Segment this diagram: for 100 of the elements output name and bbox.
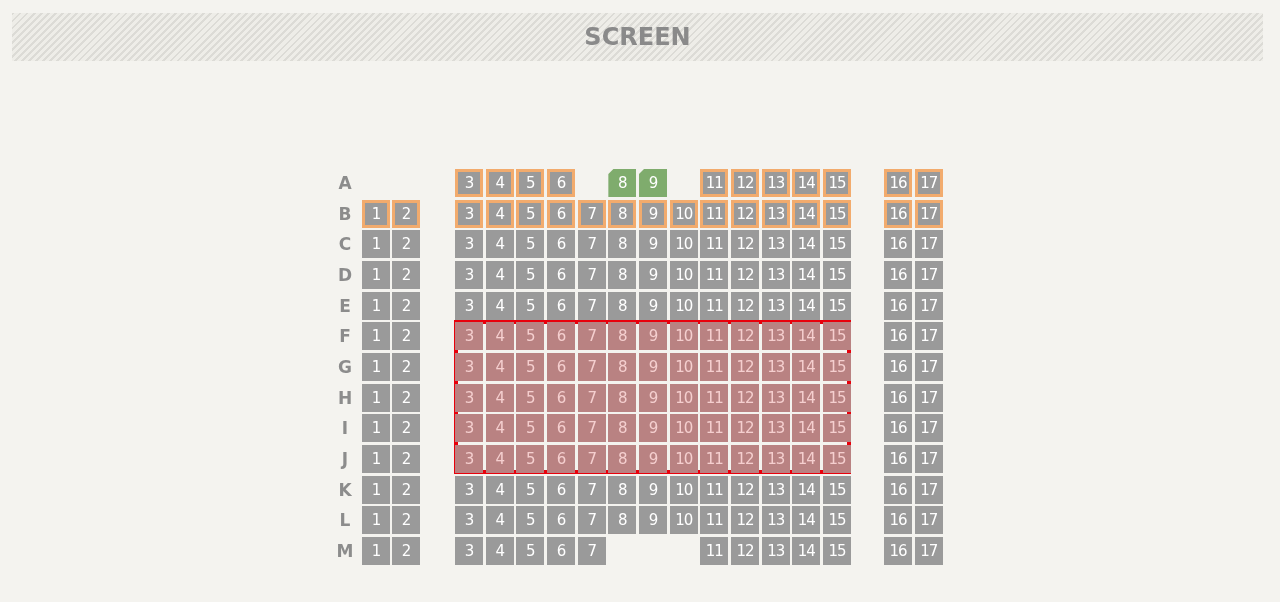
seat: 16 [884, 322, 912, 351]
seat: 4 [485, 414, 514, 443]
seat: 13 [761, 169, 790, 197]
seat: 6 [547, 353, 575, 381]
row-label: D [336, 264, 354, 287]
seat: 12 [731, 506, 759, 535]
seat: 13 [761, 475, 790, 504]
seat: 10 [669, 322, 698, 351]
seat: 12 [731, 537, 759, 566]
seat: 7 [577, 230, 606, 259]
seat: 13 [761, 537, 790, 566]
seat: 7 [577, 199, 606, 228]
seat: 3 [455, 230, 483, 259]
seat: 6 [547, 537, 575, 566]
seat: 5 [516, 414, 545, 443]
seat: 1 [362, 322, 390, 351]
seat: 13 [761, 199, 790, 228]
seat: 7 [577, 261, 606, 289]
seat: 14 [792, 383, 821, 412]
seat: 16 [884, 537, 912, 566]
seat: 5 [516, 537, 545, 566]
seat: 9 [639, 353, 667, 381]
seat: 1 [362, 383, 390, 412]
seat: 6 [547, 383, 575, 412]
seat: 3 [455, 475, 483, 504]
seat: 3 [455, 414, 483, 443]
seat: 2 [392, 291, 420, 320]
seat: 9 [639, 414, 667, 443]
seat: 2 [392, 475, 420, 504]
seat: 6 [547, 475, 575, 504]
seat: 3 [455, 169, 483, 197]
seat: 17 [914, 414, 943, 443]
seat: 10 [669, 261, 698, 289]
seat: 16 [884, 291, 912, 320]
seat: 9 [639, 475, 667, 504]
seat: 11 [700, 383, 729, 412]
seat: 2 [392, 353, 420, 381]
seat: 5 [516, 383, 545, 412]
seat: 2 [392, 445, 420, 473]
seat: 5 [516, 322, 545, 351]
row-label: K [337, 478, 353, 502]
seat: 1 [362, 506, 390, 535]
seat: 6 [547, 261, 575, 289]
seat: 14 [792, 445, 821, 473]
seat: 12 [731, 322, 759, 351]
seat: 8 [608, 383, 637, 412]
seat: 11 [700, 322, 729, 351]
seat: 17 [914, 291, 943, 320]
seat: 17 [914, 322, 943, 351]
row-label: I [340, 417, 350, 441]
seat: 16 [884, 383, 912, 412]
seat: 4 [485, 291, 514, 320]
seat: 11 [700, 414, 729, 443]
seat: 15 [823, 414, 852, 443]
seat: 17 [914, 199, 943, 228]
seat: 12 [731, 383, 759, 412]
seat: 2 [392, 230, 420, 259]
seat: 16 [884, 475, 912, 504]
seat: 13 [761, 291, 790, 320]
seat: 8 [608, 169, 637, 197]
seat: 10 [669, 353, 698, 381]
seat: 15 [823, 169, 852, 197]
seat: 9 [639, 291, 667, 320]
seat: 13 [761, 353, 790, 381]
seat: 9 [639, 506, 667, 535]
seat: 9 [639, 169, 667, 197]
screen-banner: SCREEN [12, 13, 1263, 61]
seat: 15 [823, 291, 852, 320]
seat: 4 [485, 169, 514, 197]
seat: 14 [792, 199, 821, 228]
seat: 3 [455, 445, 483, 473]
seat: 11 [700, 475, 729, 504]
seat: 15 [823, 537, 852, 566]
seat: 7 [577, 383, 606, 412]
seat: 1 [362, 261, 390, 289]
seat: 13 [761, 261, 790, 289]
seat: 2 [392, 537, 420, 566]
seat: 5 [516, 445, 545, 473]
seat: 3 [455, 291, 483, 320]
seat: 2 [392, 322, 420, 351]
seat: 6 [547, 506, 575, 535]
seat: 8 [608, 445, 637, 473]
seat: 11 [700, 230, 729, 259]
seat: 7 [577, 445, 606, 473]
seat: 2 [392, 383, 420, 412]
seat: 17 [914, 537, 943, 566]
seat: 6 [547, 414, 575, 443]
seat: 8 [608, 261, 637, 289]
seat: 1 [362, 199, 390, 228]
seat: 10 [669, 291, 698, 320]
seat: 13 [761, 506, 790, 535]
seat: 11 [700, 291, 729, 320]
row-label: H [336, 386, 354, 410]
seat: 4 [485, 506, 514, 535]
seat: 5 [516, 199, 545, 228]
seat: 5 [516, 230, 545, 259]
seat: 3 [455, 537, 483, 566]
seat: 3 [455, 261, 483, 289]
seat: 4 [485, 353, 514, 381]
seat: 4 [485, 261, 514, 289]
